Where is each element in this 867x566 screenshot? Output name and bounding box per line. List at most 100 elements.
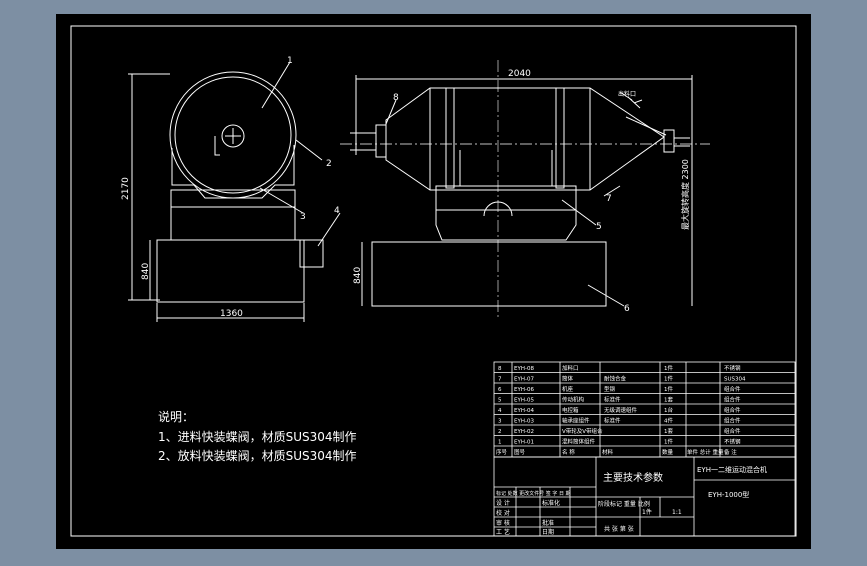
bom-remark: 不锈钢	[724, 364, 741, 372]
bom-qty: 1件	[664, 375, 673, 383]
bom-no: 2	[498, 429, 502, 435]
title-block-text: 主要技术参数 EYH一二维运动混合机 EYH-1000型 阶段标记 重量 比例 …	[496, 465, 767, 536]
dim-text-1360: 1360	[220, 309, 243, 319]
bom-name: 传动机构	[562, 396, 585, 404]
bom-name: 机座	[562, 385, 574, 393]
dim-text-840-left: 840	[141, 263, 151, 280]
notes-line-2: 2、放料快装蝶阀，材质SUS304制作	[158, 448, 357, 463]
flange-left	[375, 124, 387, 158]
dim-text-840-right: 840	[353, 267, 363, 284]
title-block	[493, 456, 796, 537]
bom-qty: 1套	[664, 396, 673, 404]
valve-left	[350, 128, 376, 155]
bom-qty: 1套	[664, 427, 673, 435]
bom-name: 混料筒体组件	[562, 438, 596, 446]
port-circle	[221, 124, 245, 148]
bom-header-no: 序号	[496, 448, 508, 456]
bom-material: 标准件	[604, 417, 621, 425]
bom-header-name: 名 称	[562, 448, 575, 456]
bom-name: V带轮及V带组合	[562, 427, 603, 435]
leader-7	[603, 185, 621, 197]
top-port	[619, 91, 643, 109]
bom-header-material: 材料	[602, 448, 614, 456]
bom-header-remark: 备 注	[724, 448, 737, 456]
notes: 说明： 1、进料快装蝶阀，材质SUS304制作 2、放料快装蝶阀，材质SUS30…	[158, 409, 357, 463]
drum-side	[385, 87, 665, 191]
bom-material: 耐蚀合金	[604, 375, 627, 383]
bom-qty: 1台	[664, 406, 673, 414]
bom-no: 3	[498, 419, 502, 425]
bom-code: EYH-05	[514, 398, 534, 404]
bom-remark: 组合件	[724, 385, 741, 393]
drawing-sheet	[56, 14, 811, 549]
bom-material: 标准件	[604, 396, 621, 404]
dim-text-2040: 2040	[508, 69, 531, 79]
left-base	[156, 239, 305, 303]
tb-std: 标准化	[542, 499, 560, 507]
qty-mark: 1件	[642, 508, 652, 516]
bom-no: 8	[498, 366, 502, 372]
bom-qty: 1件	[664, 364, 673, 372]
dim-text-2170: 2170	[121, 177, 131, 200]
port-valve	[214, 128, 241, 156]
leader-pipe	[625, 116, 667, 136]
bom-remark: 组合件	[724, 396, 741, 404]
bom-remark: 组合件	[724, 417, 741, 425]
bom-no: 5	[498, 398, 502, 404]
balloon-3: 3	[300, 212, 306, 222]
bom-header-code: 图号	[514, 448, 526, 456]
balloon-8: 8	[393, 93, 399, 103]
tb-row-0: 标记 处数 更改文件号 签 字 日 期	[496, 490, 571, 497]
sheet-info: 共 张 第 张	[604, 525, 634, 533]
model-number: EYH-1000型	[708, 490, 749, 499]
bom-code: EYH-03	[514, 419, 534, 425]
notes-heading: 说明：	[158, 409, 194, 424]
bom-name: 电控箱	[562, 406, 579, 414]
bom-material: 型钢	[604, 385, 616, 393]
tb-date: 日期	[542, 528, 554, 536]
tb-row-1: 设 计	[496, 499, 510, 507]
leader-8	[385, 99, 397, 125]
bom-remark: 组合件	[724, 427, 741, 435]
leader-2	[295, 139, 323, 161]
top-port-label: 出料口	[618, 90, 636, 98]
bom-remark: SUS304	[724, 377, 746, 383]
balloon-5: 5	[596, 222, 602, 232]
right-base	[371, 241, 607, 307]
balloon-2: 2	[326, 159, 332, 169]
bom-qty: 4件	[664, 417, 673, 425]
bom-code: EYH-02	[514, 429, 534, 435]
balloon-1: 1	[287, 56, 293, 66]
control-box	[299, 239, 324, 268]
right-view	[350, 75, 693, 307]
machine-name: EYH一二维运动混合机	[697, 465, 767, 474]
bom-no: 7	[498, 377, 502, 383]
bom-material: 无级调速组件	[604, 406, 638, 414]
notes-line-1: 1、进料快装蝶阀，材质SUS304制作	[158, 429, 357, 444]
bom-table	[493, 361, 796, 458]
balloon-group: 1 2 3 4 5 6 7 8	[287, 56, 630, 314]
drawing-border	[70, 25, 797, 537]
leader-5	[561, 199, 597, 226]
tb-row-2: 校 对	[496, 509, 510, 517]
left-view	[128, 61, 341, 322]
bom-qty: 1件	[664, 385, 673, 393]
scale-labels: 阶段标记 重量 比例	[598, 500, 650, 508]
bom-no: 4	[498, 408, 502, 414]
bom-code: EYH-07	[514, 377, 534, 383]
scale-value: 1:1	[672, 509, 682, 516]
leader-1	[261, 61, 291, 109]
bom-remark: 组合件	[724, 406, 741, 414]
leader-6	[587, 284, 625, 307]
drive-frame	[435, 185, 577, 241]
bom-name: 筒体	[562, 375, 574, 383]
bom-no: 6	[498, 387, 502, 393]
title-block-frame	[493, 456, 796, 537]
bom-no: 1	[498, 440, 502, 446]
drum-inner-circle	[174, 76, 292, 194]
leader-4	[317, 212, 341, 247]
bom-code: EYH-01	[514, 440, 534, 446]
bom-name: 轴承座组件	[562, 417, 590, 425]
